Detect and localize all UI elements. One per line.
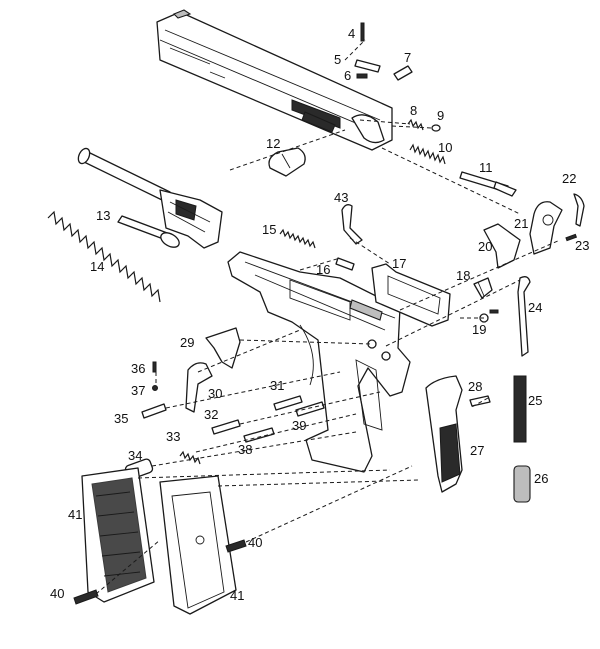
callout-18: 18 (456, 268, 470, 283)
hammer-strut-pin (243, 427, 275, 443)
mainspring (513, 375, 527, 443)
callout-20: 20 (478, 239, 492, 254)
callout-27: 27 (470, 443, 484, 458)
detent-ball (152, 385, 158, 391)
extractor-pin (356, 73, 368, 79)
ejector (341, 204, 363, 245)
sear-pin (479, 309, 499, 323)
callout-22: 22 (562, 171, 576, 186)
callout-40-lower: 40 (50, 586, 64, 601)
callout-14: 14 (90, 259, 104, 274)
callout-29: 29 (180, 335, 194, 350)
barrel (77, 147, 223, 249)
callout-9: 9 (437, 108, 444, 123)
callout-24: 24 (528, 300, 542, 315)
loaded-indicator-spring (407, 118, 424, 131)
callout-5: 5 (334, 52, 341, 67)
disconnector (205, 327, 241, 369)
firing-pin-spring (409, 143, 446, 165)
callout-8: 8 (410, 103, 417, 118)
callout-38: 38 (238, 442, 252, 457)
callout-39: 39 (292, 418, 306, 433)
slide (156, 9, 393, 151)
trigger-pin (211, 419, 241, 435)
callout-36: 36 (131, 361, 145, 376)
callout-4: 4 (348, 26, 355, 41)
indicator-pin (431, 124, 441, 132)
hammer-pin (565, 233, 578, 242)
callout-12: 12 (266, 136, 280, 151)
callout-41-right: 41 (230, 588, 244, 603)
callout-17: 17 (392, 256, 406, 271)
callout-40-upper: 40 (248, 535, 262, 550)
hammer-strut (573, 193, 585, 227)
hammer-spring-rod (517, 276, 531, 357)
trigger-bar (273, 395, 303, 411)
trigger (185, 362, 213, 413)
grip-panel-right (159, 475, 237, 615)
callout-13: 13 (96, 208, 110, 223)
frame (227, 251, 411, 473)
callout-30: 30 (208, 386, 222, 401)
recoil-spring (47, 210, 161, 303)
callout-19: 19 (472, 322, 486, 337)
mainspring-cap (513, 465, 531, 503)
firing-pin (459, 171, 517, 197)
callout-7: 7 (404, 50, 411, 65)
callout-37: 37 (131, 383, 145, 398)
hammer (529, 201, 563, 255)
trigger-guard (371, 263, 451, 327)
grip-panel-left (81, 467, 155, 603)
rear-sight (393, 65, 413, 81)
callout-35: 35 (114, 411, 128, 426)
sear (483, 223, 521, 269)
callout-43: 43 (334, 190, 348, 205)
callout-26: 26 (534, 471, 548, 486)
callout-11: 11 (479, 160, 493, 175)
grip-screw-upper (225, 539, 247, 553)
callout-6: 6 (344, 68, 351, 83)
callout-28: 28 (468, 379, 482, 394)
callout-16: 16 (316, 262, 330, 277)
sear-spring (473, 277, 493, 299)
callout-33: 33 (166, 429, 180, 444)
callout-34: 34 (128, 448, 142, 463)
frame-pin (295, 401, 325, 417)
detent-pin (152, 361, 157, 373)
assembly-lines (95, 39, 561, 595)
callout-31: 31 (270, 378, 284, 393)
backstrap (425, 375, 463, 493)
callout-21: 21 (514, 216, 528, 231)
callout-15: 15 (262, 222, 276, 237)
callout-23: 23 (575, 238, 589, 253)
callout-41-left: 41 (68, 507, 82, 522)
slide-stop-spring (279, 228, 316, 249)
backstrap-pin (469, 395, 491, 407)
slide-stop-pin (335, 257, 355, 271)
callout-32: 32 (204, 407, 218, 422)
callout-10: 10 (438, 140, 452, 155)
callouts: 4 5 6 7 8 9 10 11 12 13 14 15 16 17 18 1… (50, 26, 589, 603)
extractor (354, 59, 381, 73)
catch-pin (141, 403, 167, 419)
grip-screw-lower (73, 589, 99, 605)
recoil-spring-guide (117, 215, 180, 248)
callout-25: 25 (528, 393, 542, 408)
safety-lever (268, 147, 306, 177)
firing-pin-stop (360, 22, 365, 42)
